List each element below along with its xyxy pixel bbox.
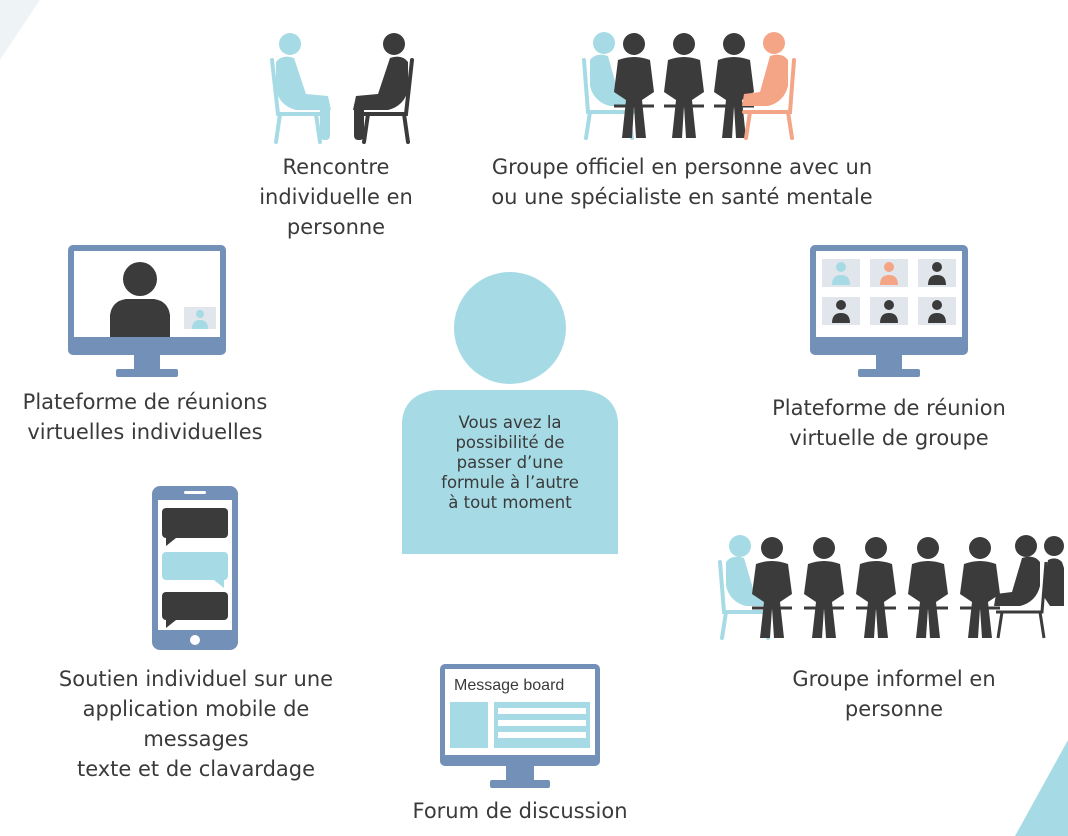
- mobile-chat-phone-icon: [152, 486, 238, 650]
- virtual-group-monitor-icon: [810, 245, 968, 377]
- background-shape-top-left: [0, 0, 40, 60]
- virtual-individual-monitor-icon: [68, 245, 226, 377]
- central-message: Vous avez la possibilité de passer d’une…: [441, 413, 579, 512]
- background-shape-bottom-right: [1015, 740, 1068, 836]
- in-person-individual-label: Rencontre individuelle en personne: [259, 155, 413, 239]
- virtual-individual-label: Plateforme de réunions virtuelles indivi…: [22, 390, 268, 444]
- central-person-icon: [402, 272, 618, 554]
- forum-monitor-icon: Message board: [440, 664, 600, 788]
- virtual-group-label: Plateforme de réunion virtuelle de group…: [772, 396, 1006, 450]
- informal-group-label: Groupe informel en personne: [792, 667, 996, 721]
- forum-label: Forum de discussion: [412, 799, 628, 823]
- formal-group-label: Groupe officiel en personne avec un ou u…: [491, 155, 873, 209]
- mobile-app-label: Soutien individuel sur une application m…: [58, 667, 334, 781]
- formal-group-icon: [582, 32, 796, 140]
- informal-group-icon: [718, 535, 1064, 640]
- in-person-individual-icon: [270, 33, 414, 144]
- forum-screen-title: Message board: [454, 677, 564, 694]
